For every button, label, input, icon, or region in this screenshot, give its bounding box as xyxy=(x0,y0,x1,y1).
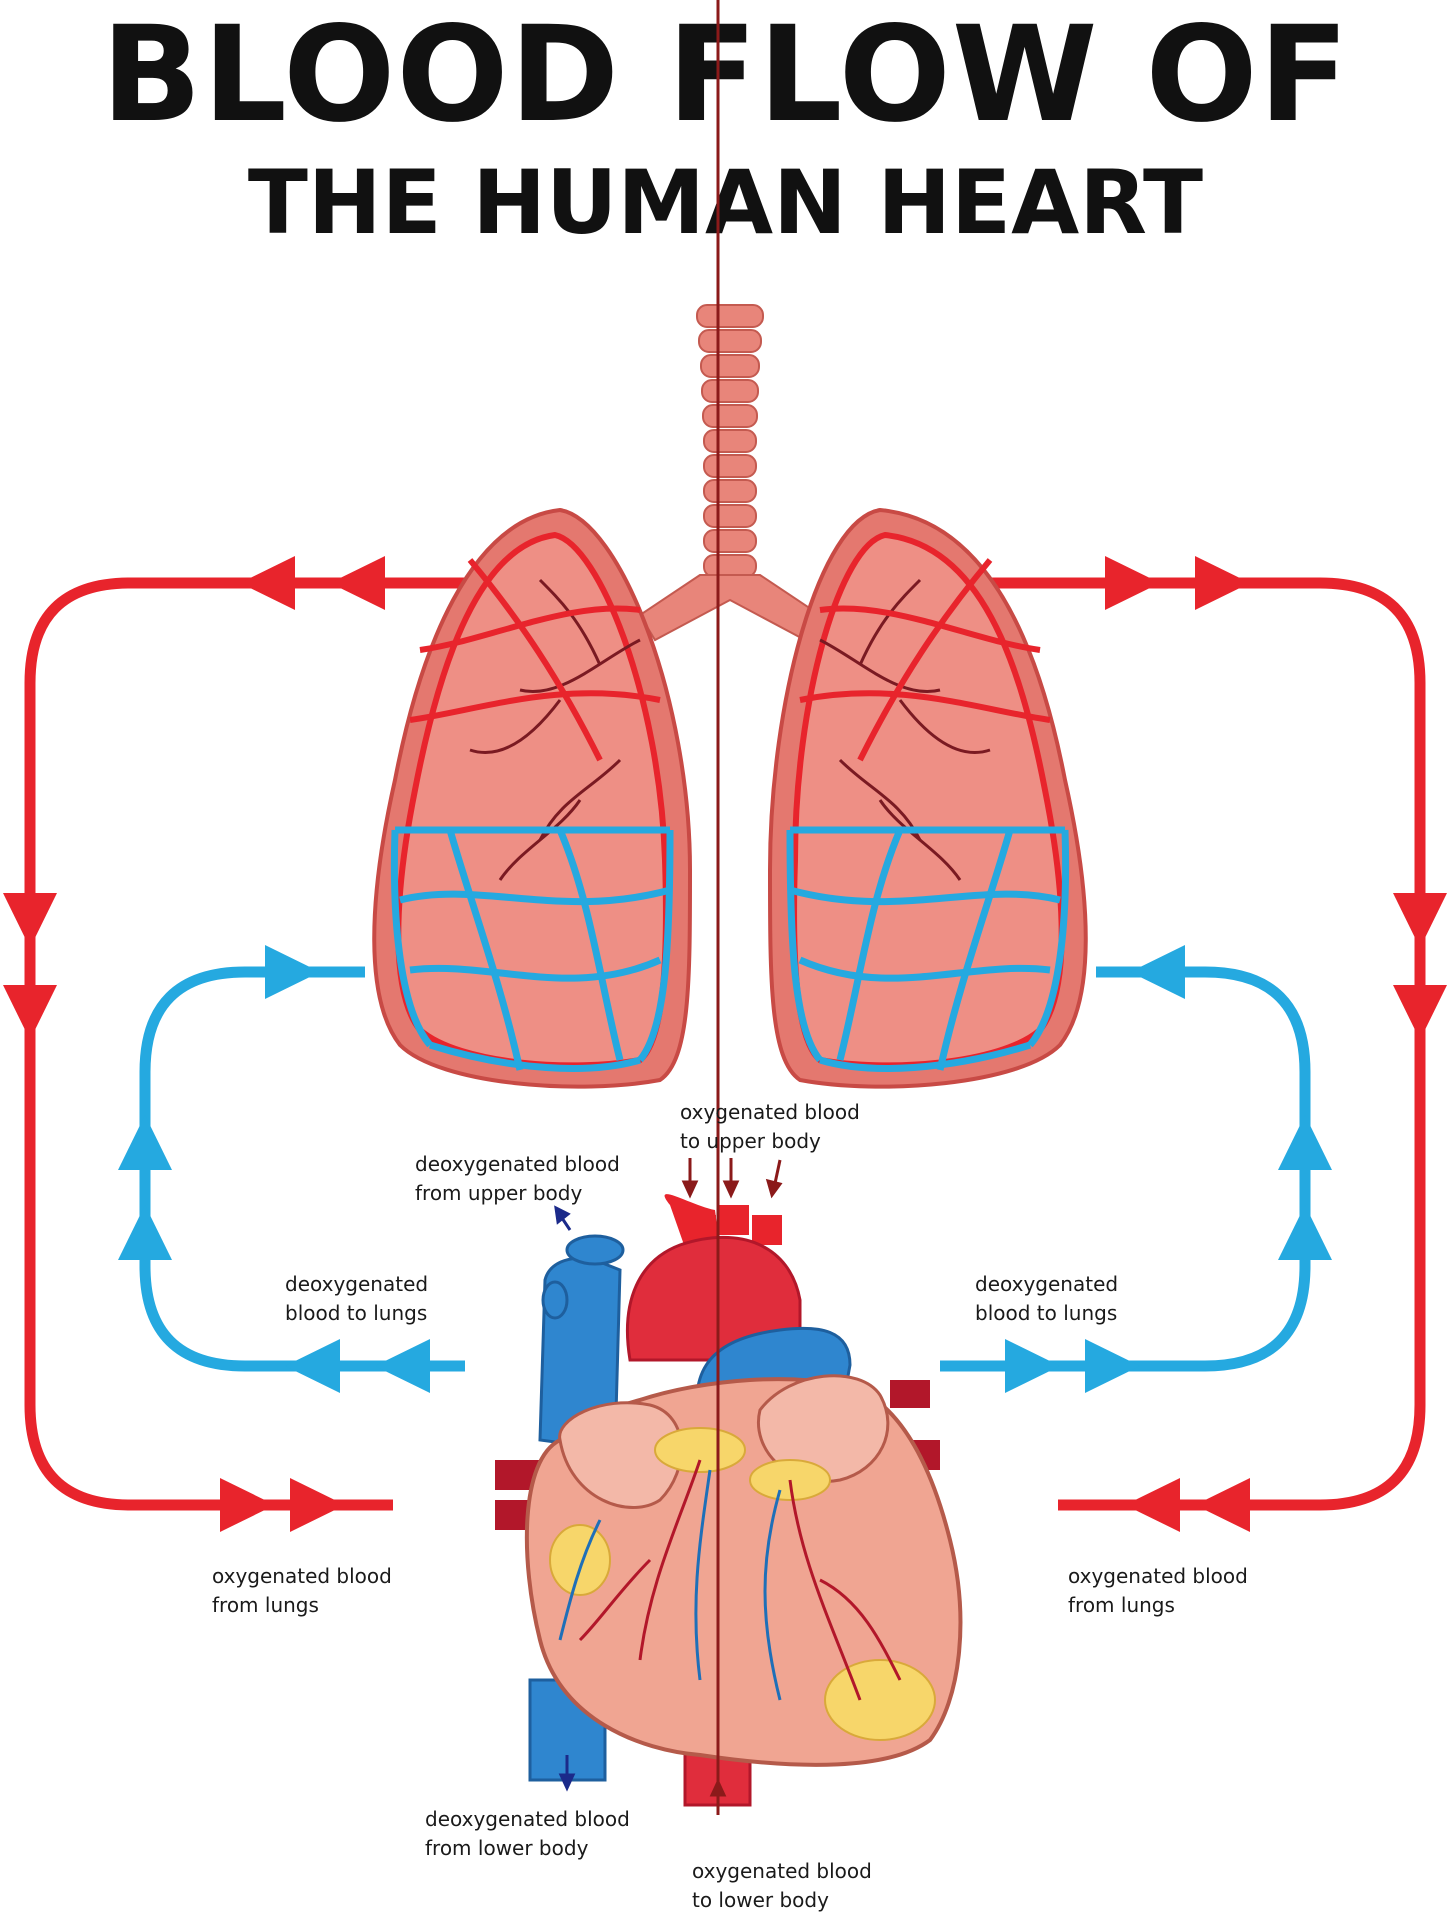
arrow-up-left-2 xyxy=(118,1205,172,1260)
arrow-bottom-right-1 xyxy=(1125,1478,1180,1532)
arrow-down-right-1 xyxy=(1393,893,1447,948)
arrow-bl-right xyxy=(265,945,320,999)
blue-arrowheads xyxy=(118,945,1332,1393)
arrow-bottom-left-2 xyxy=(290,1478,345,1532)
arrow-up-right-1 xyxy=(1278,1115,1332,1170)
arrow-right-2 xyxy=(1195,556,1250,610)
heart-arrows xyxy=(554,0,783,1815)
heart xyxy=(495,1194,963,1807)
title-line-1: BLOOD FLOW OF xyxy=(101,0,1350,152)
red-arrowheads xyxy=(3,556,1447,1532)
arrow-down-left-2 xyxy=(3,985,57,1040)
arrow-lower-right-2 xyxy=(1085,1339,1140,1393)
arrow-down-left-1 xyxy=(3,893,57,948)
arrow-left-2 xyxy=(330,556,385,610)
arrow-lower-left-2 xyxy=(375,1339,430,1393)
arrow-br-left xyxy=(1130,945,1185,999)
arrow-left-1 xyxy=(240,556,295,610)
arrow-right-1 xyxy=(1105,556,1160,610)
oxygenated-loop-left xyxy=(24,577,480,1511)
arrow-bottom-right-2 xyxy=(1195,1478,1250,1532)
left-lung xyxy=(372,507,693,1089)
arrow-bottom-left-1 xyxy=(220,1478,275,1532)
arrow-up-left-1 xyxy=(118,1115,172,1170)
oxygenated-loop-right xyxy=(985,577,1426,1511)
arrow-up-right-2 xyxy=(1278,1205,1332,1260)
arrow-lower-right-1 xyxy=(1005,1339,1060,1393)
arrow-lower-left-1 xyxy=(285,1339,340,1393)
title-line-2: THE HUMAN HEART xyxy=(247,151,1204,254)
arrow-down-right-2 xyxy=(1393,985,1447,1040)
right-lung xyxy=(767,507,1088,1089)
trachea xyxy=(638,304,822,642)
